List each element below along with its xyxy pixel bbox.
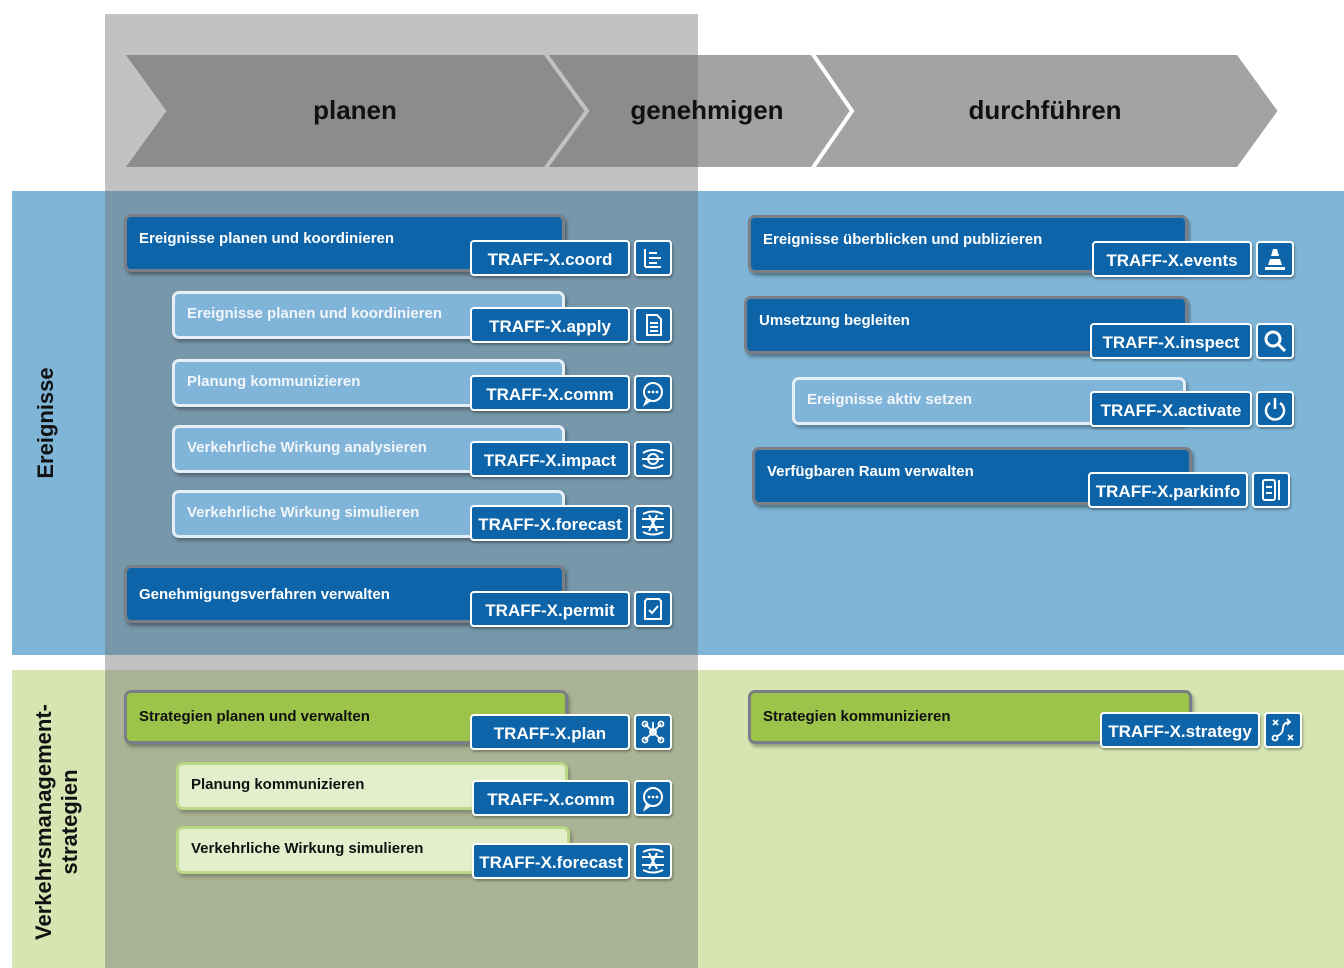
service-tag-comm[interactable]: TRAFF-X.comm <box>470 375 630 411</box>
service-tag-apply[interactable]: TRAFF-X.apply <box>470 307 630 343</box>
card-label: Verfügbaren Raum verwalten <box>767 463 974 480</box>
card-label: Ereignisse planen und koordinieren <box>187 305 443 322</box>
phase-chevrons <box>118 51 1283 171</box>
service-tag-forecast-strategies[interactable]: TRAFF-X.forecast <box>472 843 630 879</box>
service-tag-inspect[interactable]: TRAFF-X.inspect <box>1090 323 1252 359</box>
parking-space-icon[interactable] <box>1252 472 1290 508</box>
chat-bubble-icon[interactable] <box>634 780 672 816</box>
service-tag-impact[interactable]: TRAFF-X.impact <box>470 441 630 477</box>
magnifier-icon[interactable] <box>1256 323 1294 359</box>
card-label: Strategien kommunizieren <box>763 708 951 725</box>
card-label: Verkehrliche Wirkung analysieren <box>187 439 427 456</box>
service-tag-plan[interactable]: TRAFF-X.plan <box>470 714 630 750</box>
power-icon[interactable] <box>1256 391 1294 427</box>
phase-label-durchfuehren: durchführen <box>968 95 1122 125</box>
service-tag-permit[interactable]: TRAFF-X.permit <box>470 591 630 627</box>
card-label: Planung kommunizieren <box>191 776 365 793</box>
card-label: Ereignisse überblicken und publizieren <box>763 231 1043 248</box>
traffic-impact-icon[interactable] <box>634 441 672 477</box>
card-label: Umsetzung begleiten <box>759 312 910 329</box>
network-icon[interactable] <box>634 714 672 750</box>
service-tag-events[interactable]: TRAFF-X.events <box>1092 241 1252 277</box>
traffic-forecast-icon[interactable] <box>634 505 672 541</box>
row-label-events: Ereignisse <box>33 367 58 479</box>
card-label: Planung kommunizieren <box>187 373 361 390</box>
traffic-cone-icon[interactable] <box>1256 241 1294 277</box>
card-label: Strategien planen und verwalten <box>139 708 370 725</box>
document-icon[interactable] <box>634 307 672 343</box>
service-tag-strategy[interactable]: TRAFF-X.strategy <box>1100 712 1260 748</box>
list-indent-icon[interactable] <box>634 240 672 276</box>
phase-label-planen: planen <box>313 95 397 125</box>
route-icon[interactable] <box>1264 712 1302 748</box>
service-tag-comm-strategies[interactable]: TRAFF-X.comm <box>472 780 630 816</box>
card-label: Ereignisse aktiv setzen <box>807 391 973 408</box>
traffic-forecast-icon[interactable] <box>634 843 672 879</box>
phase-label-genehmigen: genehmigen <box>630 95 784 125</box>
checklist-icon[interactable] <box>634 591 672 627</box>
service-tag-forecast[interactable]: TRAFF-X.forecast <box>470 505 630 541</box>
chat-bubble-icon[interactable] <box>634 375 672 411</box>
card-label: Ereignisse planen und koordinieren <box>139 230 395 247</box>
service-tag-parkinfo[interactable]: TRAFF-X.parkinfo <box>1088 472 1248 508</box>
card-label: Verkehrliche Wirkung simulieren <box>191 840 424 857</box>
service-tag-coord[interactable]: TRAFF-X.coord <box>470 240 630 276</box>
row-label-strategies-line1: Verkehrsmanagement- <box>31 704 56 940</box>
card-label: Genehmigungsverfahren verwalten <box>139 586 390 603</box>
chevron-durchfuehren <box>808 51 1283 171</box>
card-label: Verkehrliche Wirkung simulieren <box>187 504 420 521</box>
row-label-strategies-line2: strategien <box>57 769 82 875</box>
row-label-strategies: Verkehrsmanagement- strategien <box>31 692 85 952</box>
service-tag-activate[interactable]: TRAFF-X.activate <box>1090 391 1252 427</box>
